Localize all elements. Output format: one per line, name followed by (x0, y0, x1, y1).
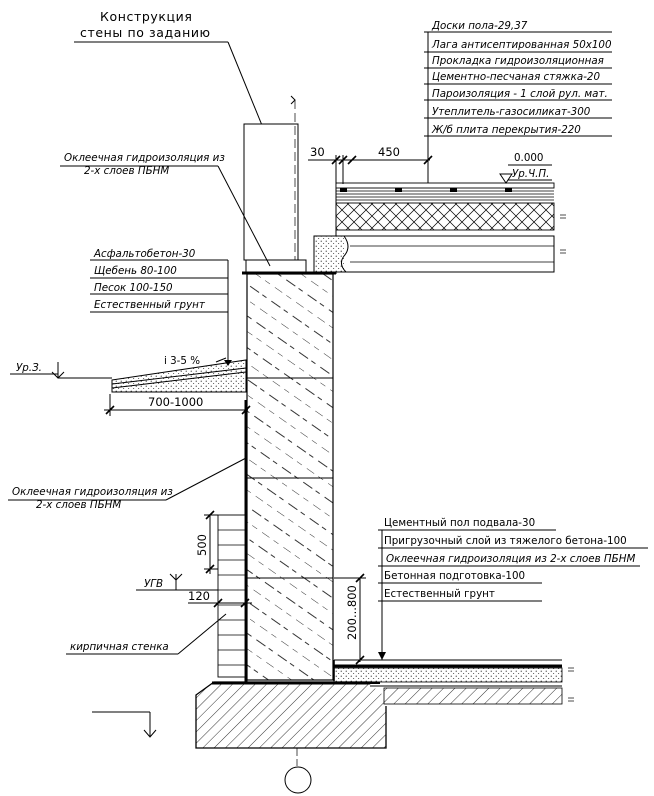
section-mark (92, 711, 157, 738)
upper-waterproofing-callout: Оклеечная гидроизоляция из 2-х слоев ПБН… (60, 152, 271, 267)
basement-wall (217, 273, 335, 682)
dim-120-group: 120 (188, 589, 252, 608)
basement-layer-2: Пригрузочный слой из тяжелого бетона-100 (384, 535, 627, 547)
floor-construction (313, 168, 566, 274)
slope-label: i 3-5 % (164, 355, 200, 367)
floor-layer-7: Ж/б плита перекрытия-220 (431, 124, 581, 136)
floor-layer-1: Доски пола-29,37 (431, 20, 528, 32)
basement-layer-3: Оклеечная гидроизоляция из 2-х слоев ПБН… (386, 553, 635, 565)
floor-dimensions: 30 450 (308, 145, 433, 184)
upper-waterproofing-line-2: 2-х слоев ПБНМ (84, 165, 169, 177)
basement-floor (333, 659, 574, 706)
blind-area-layers-callout: Асфальтобетон-30 Щебень 80-100 Песок 100… (90, 248, 232, 366)
foundation (195, 681, 387, 794)
axis-marker-icon (284, 766, 312, 794)
brick-wall-label: кирпичная стенка (70, 641, 169, 653)
dim-700-1000: 700-1000 (148, 395, 203, 409)
lower-waterproofing-line-1: Оклеечная гидроизоляция из (12, 486, 173, 498)
floor-elevation-value: 0.000 (514, 152, 543, 164)
groundwater-level-label: УГВ (144, 578, 163, 590)
dim-120: 120 (188, 589, 210, 603)
dim-30: 30 (310, 145, 325, 159)
dim-200-800: 200...800 (345, 585, 359, 640)
dim-450: 450 (378, 145, 400, 159)
blind-area: i 3-5 % (111, 355, 247, 393)
floor-layer-4: Цементно-песчаная стяжка-20 (432, 71, 600, 83)
dim-500: 500 (195, 534, 209, 556)
basement-layer-5: Естественный грунт (384, 588, 495, 600)
blind-layer-2: Щебень 80-100 (94, 265, 177, 277)
title-line-2: стены по заданию (80, 25, 211, 40)
basement-layers-callout: Цементный пол подвала-30 Пригрузочный сл… (378, 517, 648, 660)
floor-layer-6: Утеплитель-газосиликат-300 (432, 106, 591, 118)
basement-layer-1: Цементный пол подвала-30 (384, 517, 535, 529)
floor-layer-2: Лага антисептированная 50х100 (431, 39, 612, 51)
blind-layer-4: Естественный грунт (94, 299, 206, 311)
title-line-1: Конструкция (100, 9, 192, 24)
blind-layer-3: Песок 100-150 (94, 282, 173, 294)
dim-200-800-group: 200...800 (334, 573, 366, 665)
floor-layer-5: Пароизоляция - 1 слой рул. мат. (432, 88, 608, 100)
blind-area-width-dimension: 700-1000 (104, 394, 251, 416)
upper-wall (242, 95, 336, 275)
floor-layer-3: Прокладка гидроизоляционная (432, 55, 604, 67)
ground-level-mark: Ур.З. (10, 362, 112, 379)
upper-waterproofing-line-1: Оклеечная гидроизоляция из (64, 152, 225, 164)
blind-layer-1: Асфальтобетон-30 (93, 248, 196, 260)
lower-waterproofing-callout: Оклеечная гидроизоляция из 2-х слоев ПБН… (8, 457, 247, 511)
groundwater-level-mark: УГВ (136, 573, 218, 591)
floor-layers-callout: Доски пола-29,37 Лага антисептированная … (424, 20, 612, 183)
floor-level-mark: 0.000 Ур.Ч.П. (499, 152, 552, 184)
brick-wall-callout: кирпичная стенка (66, 613, 227, 655)
ground-level-label: Ур.З. (16, 362, 42, 374)
floor-level-label: Ур.Ч.П. (512, 168, 549, 180)
lower-waterproofing-line-2: 2-х слоев ПБНМ (36, 499, 121, 511)
dim-500-group: 500 (195, 510, 218, 574)
title-callout: Конструкция стены по заданию (74, 9, 269, 141)
basement-layer-4: Бетонная подготовка-100 (384, 570, 525, 582)
